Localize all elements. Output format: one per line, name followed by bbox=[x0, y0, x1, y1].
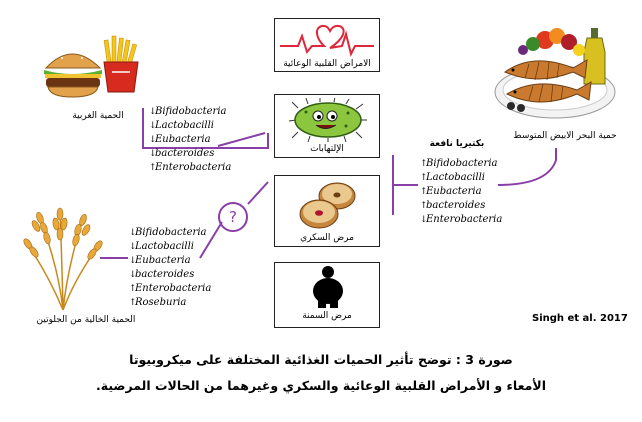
wheat-icon bbox=[23, 207, 103, 311]
list-item: ↓bacteroides bbox=[129, 269, 195, 280]
donuts-icon bbox=[299, 182, 356, 229]
western-connector bbox=[142, 108, 269, 149]
list-item: ↑Enterobacteria bbox=[129, 283, 212, 294]
list-item: ↑Enterobacteria bbox=[149, 162, 232, 173]
question-to-diseases bbox=[247, 181, 269, 205]
med-connector bbox=[497, 148, 557, 186]
cardio-box: الامراض القلبية الوعائية bbox=[274, 18, 380, 72]
western-diet-label: الحمية الغربية bbox=[72, 111, 124, 121]
list-item: ↓Bifidobacteria bbox=[129, 227, 207, 238]
mediterranean-diet-label: حمية البحر الابيض المتوسط bbox=[513, 131, 617, 141]
western-food-icon bbox=[44, 35, 139, 98]
list-item: ↓bacteroides bbox=[149, 148, 215, 159]
gluten-bacteria-list: ↓Bifidobacteria ↓Lactobacilli ↓Eubacteri… bbox=[129, 226, 211, 310]
gluten-free-diet-label: الحمية الخالية من الجلوتين bbox=[36, 315, 136, 325]
list-item: ↓Lactobacilli bbox=[129, 241, 194, 252]
list-item: ↓Lactobacilli bbox=[149, 120, 214, 131]
question-circle: ? bbox=[218, 202, 248, 232]
list-item: ↑Eubacteria bbox=[420, 186, 482, 197]
western-arrow bbox=[217, 132, 266, 147]
obese-person-icon bbox=[313, 266, 343, 308]
mediterranean-bacteria-list: ↑Bifidobacteria ↑Lactobacilli ↑Eubacteri… bbox=[420, 157, 502, 227]
list-item: ↑Roseburia bbox=[129, 297, 187, 308]
western-bacteria-list: ↓Bifidobacteria ↓Lactobacilli ↓Eubacteri… bbox=[149, 105, 231, 175]
obesity-box: مرض السمنة bbox=[274, 262, 380, 328]
bacterium-icon bbox=[288, 98, 367, 142]
caption-line-2: الأمعاء و الأمراض القلبية الوعائية والسك… bbox=[96, 378, 546, 393]
inflammation-label: الإلتهابات bbox=[310, 144, 344, 154]
cardio-label: الامراض القلبية الوعائية bbox=[283, 59, 371, 69]
diabetes-label: مرض السكري bbox=[300, 233, 354, 243]
list-item: ↑bacteroides bbox=[420, 200, 486, 211]
obesity-label: مرض السمنة bbox=[302, 311, 352, 321]
inflammation-box: الإلتهابات bbox=[274, 94, 380, 158]
question-mark: ? bbox=[229, 208, 237, 226]
list-item: ↓Eubacteria bbox=[129, 255, 191, 266]
mediterranean-food-icon bbox=[494, 28, 616, 119]
beneficial-bacteria-label: بكتيريا نافعة bbox=[429, 139, 485, 149]
caption-line-1: صورة 3 : توضح تأثير الحميات الغذائية الم… bbox=[129, 352, 513, 367]
list-item: ↓Bifidobacteria bbox=[149, 106, 227, 117]
list-item: ↓Enterobacteria bbox=[420, 214, 503, 225]
gluten-to-question bbox=[199, 221, 223, 259]
list-item: ↓Eubacteria bbox=[149, 134, 211, 145]
heartbeat-icon bbox=[280, 24, 374, 57]
list-item: ↑Bifidobacteria bbox=[420, 158, 498, 169]
citation: Singh et al. 2017 bbox=[532, 313, 628, 324]
list-item: ↑Lactobacilli bbox=[420, 172, 485, 183]
diabetes-box: مرض السكري bbox=[274, 175, 380, 247]
